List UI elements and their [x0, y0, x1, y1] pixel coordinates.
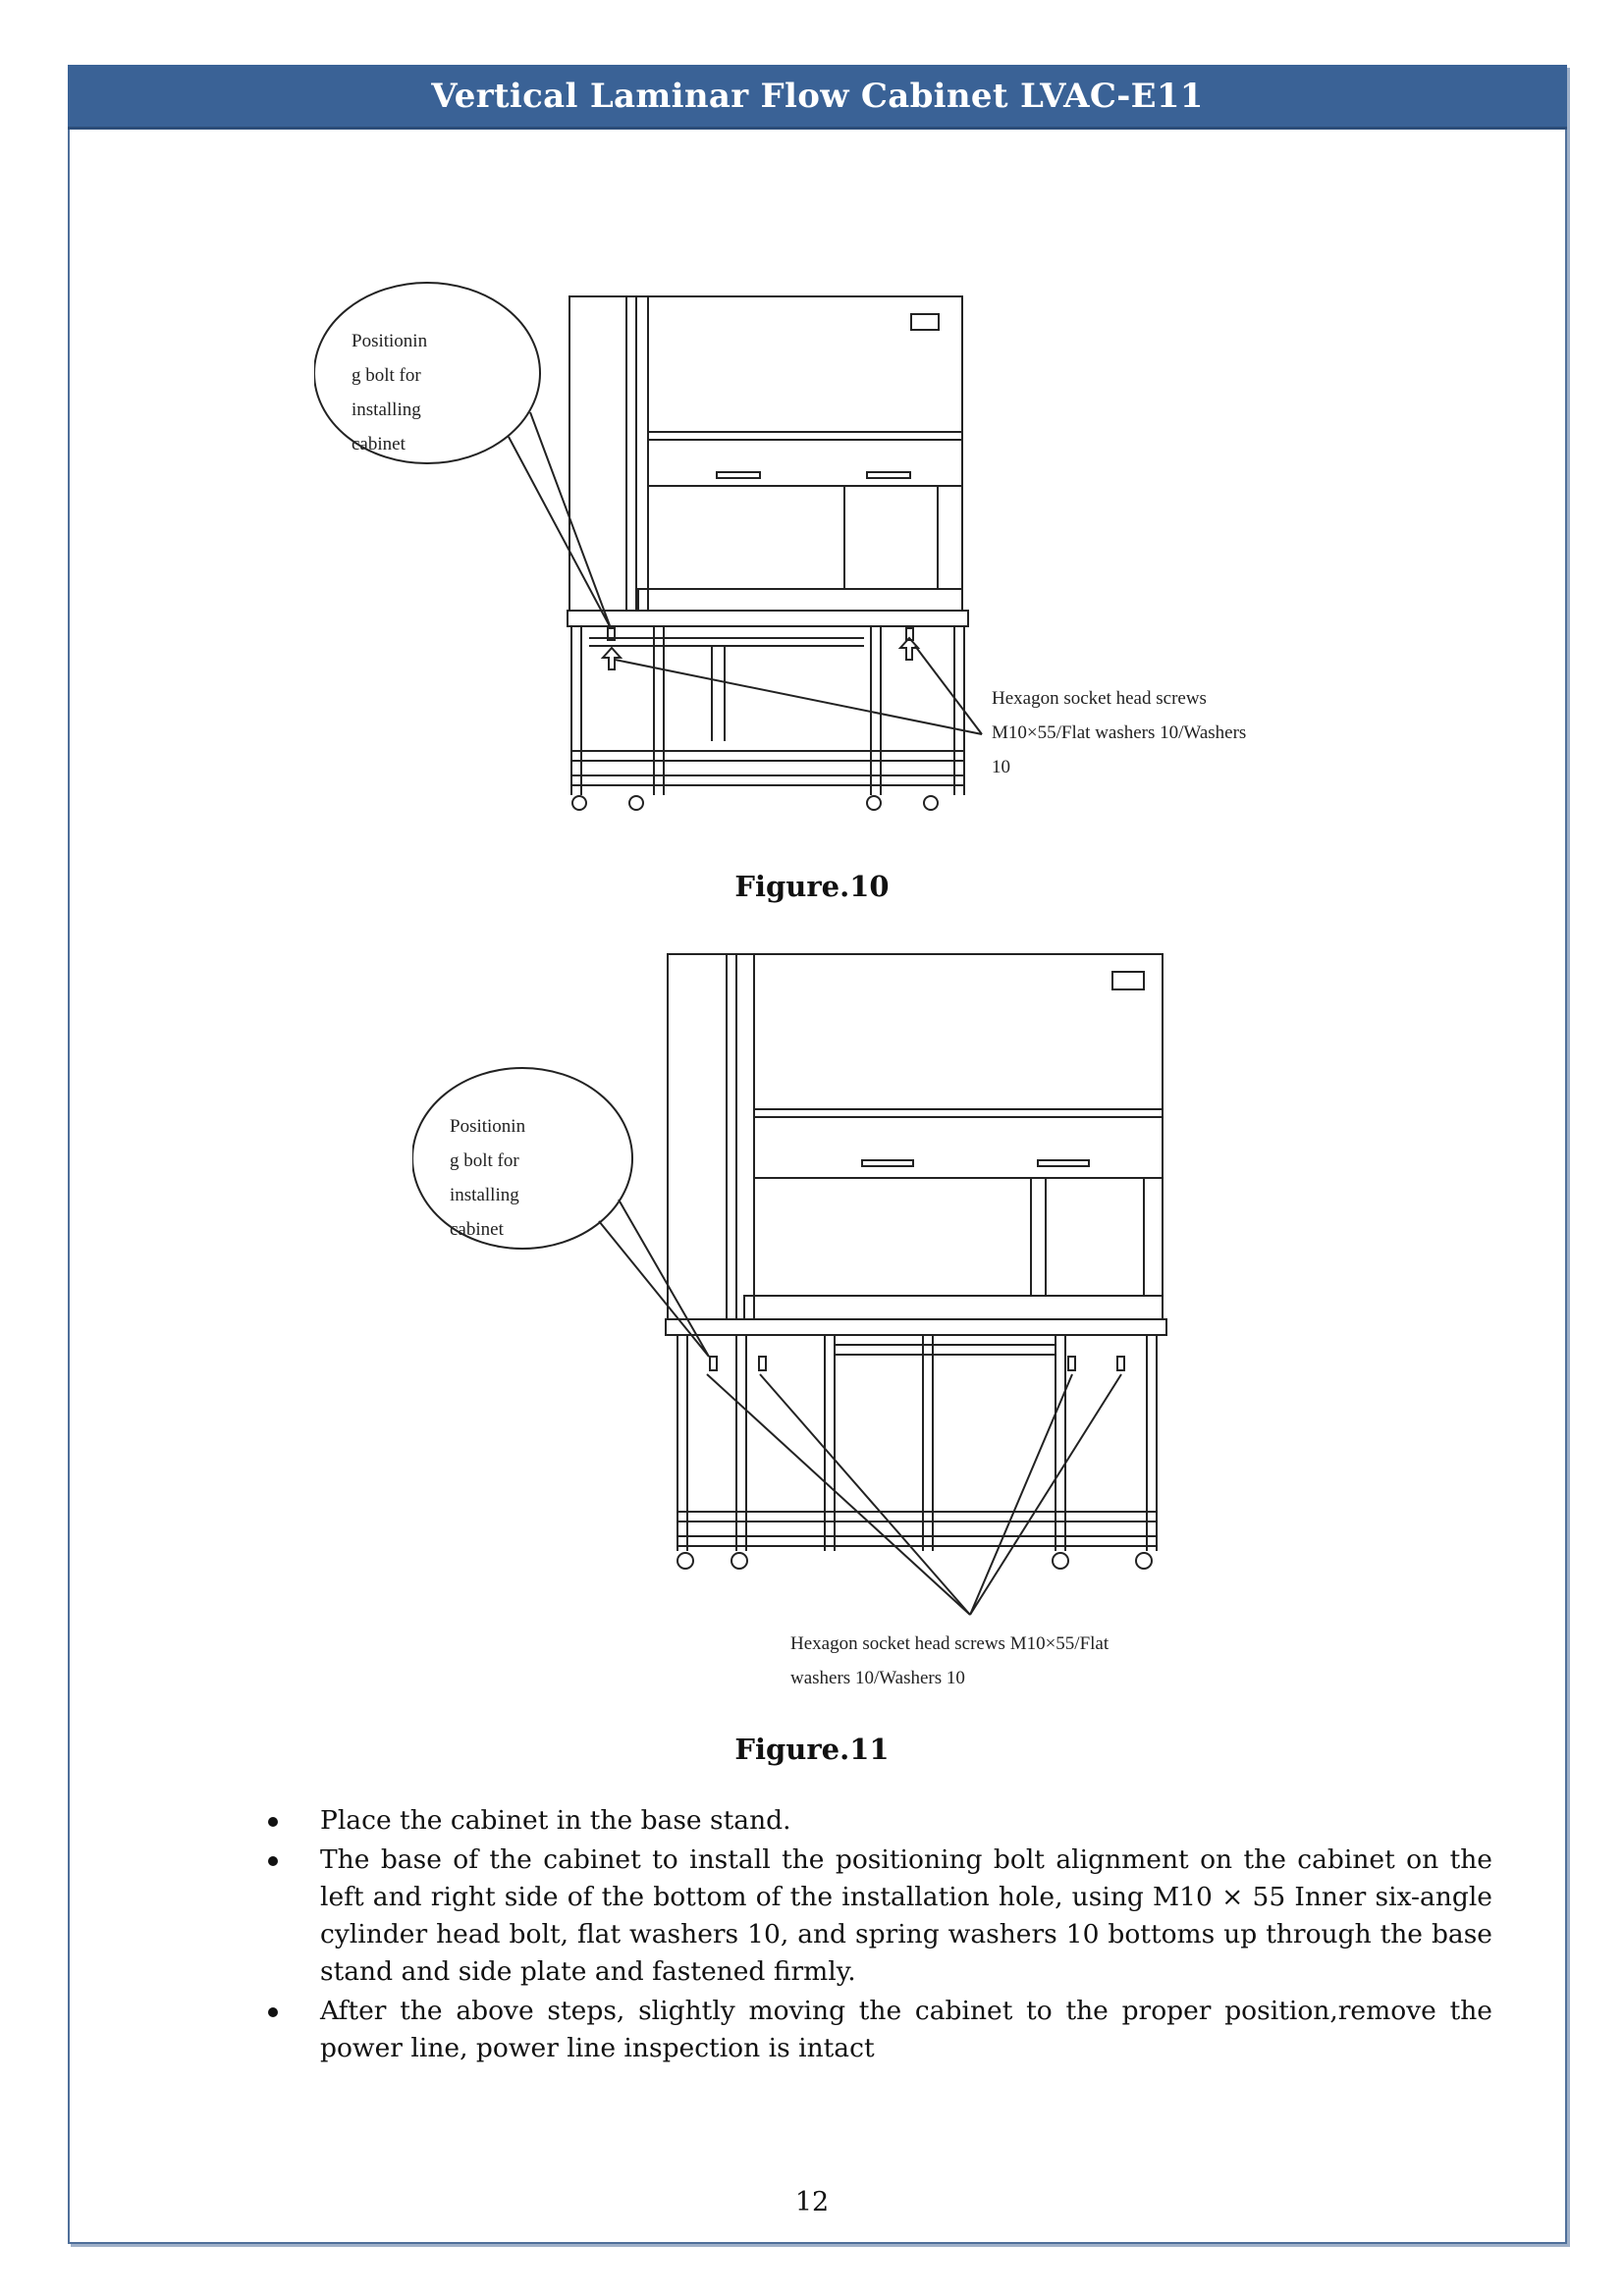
list-item-text: Place the cabinet in the base stand.: [320, 1805, 791, 1836]
callout-line: cabinet: [352, 434, 406, 454]
list-item: The base of the cabinet to install the p…: [265, 1842, 1492, 1991]
callout-line: installing: [352, 400, 421, 420]
figure-10-caption: Figure.10: [734, 870, 890, 903]
note-line: M10×55/Flat washers 10/Washers: [992, 722, 1246, 743]
note-line: 10: [992, 757, 1010, 777]
callout-line: g bolt for: [352, 365, 421, 386]
figure-10-note-text: Hexagon socket head screws M10×55/Flat w…: [992, 688, 1246, 777]
callout-line: Positionin: [450, 1116, 526, 1137]
page-number: 12: [794, 2187, 830, 2217]
figure-11: Positionin g bolt for installing cabinet…: [411, 933, 1218, 1718]
figure-10: Positionin g bolt for installing cabinet…: [313, 275, 1355, 825]
note-line: Hexagon socket head screws M10×55/Flat: [790, 1633, 1110, 1654]
list-item: Place the cabinet in the base stand.: [265, 1802, 1492, 1840]
figure-10-callout-text: Positionin g bolt for installing cabinet: [352, 331, 428, 454]
callout-line: cabinet: [450, 1219, 505, 1240]
bullet-icon: [268, 1856, 278, 1866]
figure-11-caption: Figure.11: [734, 1733, 890, 1766]
callout-line: g bolt for: [450, 1150, 519, 1171]
list-item-text: After the above steps, slightly moving t…: [320, 1996, 1492, 2063]
list-item: After the above steps, slightly moving t…: [265, 1993, 1492, 2067]
header-bar: Vertical Laminar Flow Cabinet LVAC-E11: [68, 65, 1567, 130]
bullet-icon: [268, 2007, 278, 2017]
figure-10-drawing: Positionin g bolt for installing cabinet…: [313, 282, 1246, 811]
list-item-text: The base of the cabinet to install the p…: [320, 1844, 1492, 1987]
note-line: washers 10/Washers 10: [790, 1668, 965, 1688]
page-title: Vertical Laminar Flow Cabinet LVAC-E11: [431, 76, 1204, 116]
instruction-list: Place the cabinet in the base stand. The…: [265, 1802, 1492, 2069]
figure-11-drawing: Positionin g bolt for installing cabinet…: [411, 953, 1167, 1688]
callout-line: Positionin: [352, 331, 428, 351]
figure-11-note-text: Hexagon socket head screws M10×55/Flat w…: [790, 1633, 1110, 1688]
bullet-icon: [268, 1817, 278, 1827]
callout-line: installing: [450, 1185, 519, 1205]
figure-11-callout-text: Positionin g bolt for installing cabinet: [450, 1116, 526, 1240]
note-line: Hexagon socket head screws: [992, 688, 1207, 709]
